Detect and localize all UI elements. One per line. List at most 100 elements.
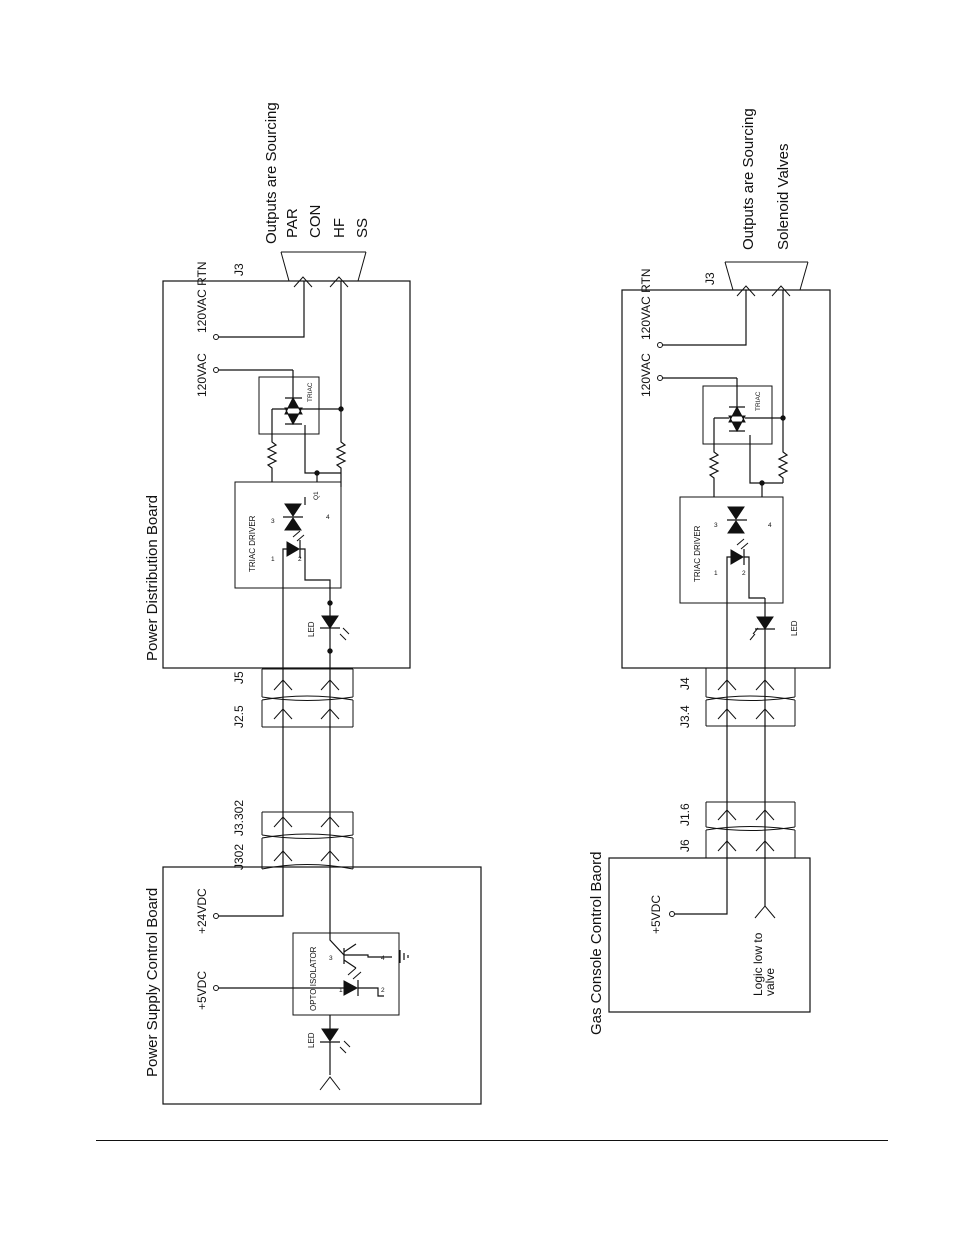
resistor-1-bottom-icon <box>708 418 720 497</box>
opto-pin1: 1 <box>339 987 343 994</box>
driver-pin3-bottom: 3 <box>714 522 718 529</box>
opto-pin4: 4 <box>381 955 385 962</box>
power-supply-control-board-label: Power Supply Control Board <box>144 888 161 1077</box>
vac-rtn-label-top: 120VAC RTN <box>195 261 209 333</box>
power-supply-control-board-box <box>162 866 482 1105</box>
output-par: PAR <box>284 208 301 238</box>
connector-j3302-label: J3.302 <box>232 800 246 836</box>
pin-chevrons-j3-bottom <box>736 285 791 297</box>
connector-j5-label: J5 <box>232 671 246 684</box>
plus-5vdc-label-bottom: +5VDC <box>649 895 663 934</box>
connector-j302-j3302 <box>261 811 354 870</box>
connector-j16-label: J1.6 <box>678 803 692 826</box>
triac-driver-box <box>234 481 342 589</box>
footer-divider <box>96 1140 888 1141</box>
opto-pin2: 2 <box>381 987 385 994</box>
led-label-pdb-bottom: LED <box>790 620 799 636</box>
triac-box <box>258 376 320 435</box>
plus-24vdc-label: +24VDC <box>195 888 209 934</box>
junction-dot <box>759 480 765 486</box>
psu-input-chevron <box>319 1076 341 1091</box>
led-label-pdb: LED <box>307 621 316 637</box>
driver-led-wire <box>282 540 331 669</box>
driver-led-wire-bottom <box>726 549 765 668</box>
bottom-circuit: Gas Console Control Baord J6 J1.6 J3.4 J… <box>588 108 831 1035</box>
triac-bottom-icon <box>728 405 746 433</box>
q1-label: Q1 <box>313 491 320 500</box>
connector-j3-bottom-label: J3 <box>703 272 717 285</box>
led-wire-pdb <box>320 604 340 669</box>
plus-5vdc-label-top: +5VDC <box>195 971 209 1010</box>
driver-light-arrows-icon <box>292 530 305 542</box>
diac-wire-bottom <box>727 483 763 521</box>
connector-j302-label: J302 <box>232 844 246 870</box>
connector-j3-top <box>280 251 367 282</box>
vac-rtn-label-bottom: 120VAC RTN <box>639 268 653 340</box>
resistor-2-bottom-icon <box>777 418 789 483</box>
vac-label-bottom: 120VAC <box>639 353 653 397</box>
connector-j3-label: J3 <box>232 263 246 276</box>
wire-5v-bottom <box>674 858 728 915</box>
pin-chevrons-j302 <box>273 850 340 862</box>
triac-driver-label: TRIAC DRIVER <box>248 515 257 572</box>
output-con: CON <box>307 205 324 238</box>
driver-pin2-bottom: 2 <box>742 570 746 577</box>
opto-transistor-wire <box>329 869 392 958</box>
outputs-sourcing-label-top: Outputs are Sourcing <box>263 102 280 244</box>
connector-j25-label: J2.5 <box>232 705 246 728</box>
terminal-5v-bottom <box>669 911 675 917</box>
top-circuit: Power Supply Control Board Power Distrib… <box>144 102 482 1105</box>
power-distribution-board-box <box>162 280 411 669</box>
terminal-24v <box>213 913 219 919</box>
interconnect-wires-bottom <box>726 668 766 858</box>
vac-wires-bottom <box>662 290 784 418</box>
gate-wire-bottom <box>749 435 783 484</box>
driver-pin1-bottom: 1 <box>714 570 718 577</box>
driver-led-icon <box>286 541 300 557</box>
led-rays-psu-icon <box>339 1040 351 1054</box>
pin-chevrons-j3 <box>293 276 349 288</box>
led-icon-psu <box>321 1028 339 1042</box>
opto-transistor-icon <box>343 943 357 969</box>
triac-wire-bottom <box>714 378 783 432</box>
driver-led-bottom-icon <box>730 549 744 565</box>
driver-pin4: 4 <box>326 514 330 521</box>
connector-j34-label: J3.4 <box>678 705 692 728</box>
terminal-5v-top <box>213 985 219 991</box>
connector-j6-label: J6 <box>678 839 692 852</box>
led-icon-pdb-bottom <box>756 616 774 630</box>
triac-driver-label-bottom: TRIAC DRIVER <box>693 525 702 582</box>
pin-chevrons-j3302 <box>273 816 340 828</box>
led-rays-pdb-icon <box>339 627 350 641</box>
output-hf: HF <box>331 218 348 238</box>
logic-chevron <box>754 905 776 919</box>
led-label-psu: LED <box>307 1032 316 1048</box>
driver-pin4-bottom: 4 <box>768 522 772 529</box>
junction-dot <box>327 648 333 654</box>
gas-console-control-board-label: Gas Console Control Baord <box>588 852 605 1035</box>
triac-icon <box>284 396 303 426</box>
logic-low-label-1: Logic low to <box>751 932 765 996</box>
diac-bottom-icon <box>727 506 745 534</box>
triac-label: TRIAC <box>307 382 314 402</box>
opto-light-arrows-icon <box>347 967 362 980</box>
interconnect-wires-top <box>282 669 331 869</box>
led-rays-pdb-bottom-icon <box>749 627 759 641</box>
connector-j4-label: J4 <box>678 677 692 690</box>
connector-j25-j5 <box>261 668 354 728</box>
opto-diode-icon <box>343 980 359 996</box>
gas-console-control-board-box <box>608 857 811 1013</box>
driver-light-arrows-bottom-icon <box>736 538 749 550</box>
connector-j3-bottom <box>724 261 809 291</box>
resistor-2-icon <box>335 409 347 487</box>
q1-wire <box>283 497 306 518</box>
gate-wire <box>304 425 341 482</box>
triac-driver-box-bottom <box>679 496 784 604</box>
solenoid-valves-label: Solenoid Valves <box>775 144 792 250</box>
terminal-120vac-rtn-top <box>213 334 219 340</box>
led-wire-pdb-bottom <box>755 598 775 668</box>
connector-j6-j16 <box>705 801 796 858</box>
ground-icon-top <box>399 950 409 963</box>
terminal-120vac-top <box>213 367 219 373</box>
